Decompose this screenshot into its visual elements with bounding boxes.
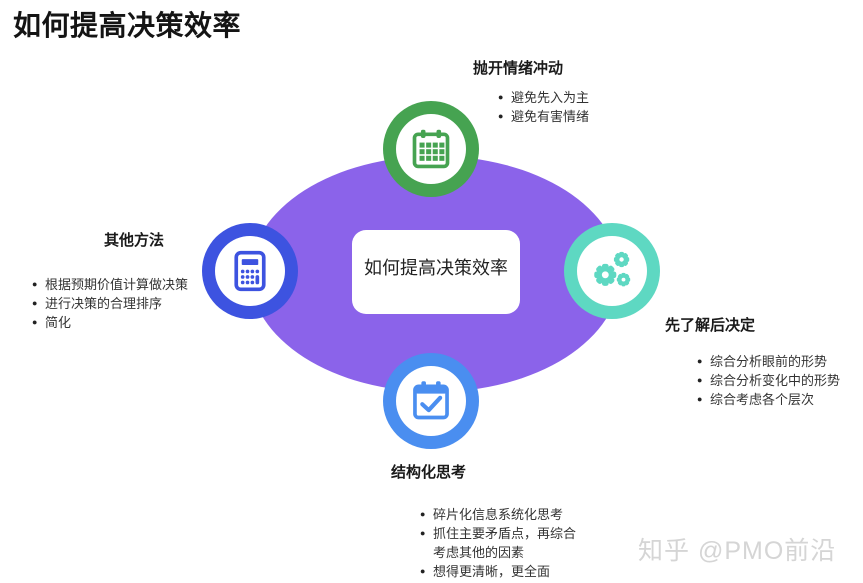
- list-item: 避免先入为主: [498, 88, 589, 107]
- list-item: 综合分析眼前的形势: [697, 352, 840, 371]
- badge-inner-circle: [215, 236, 285, 306]
- list-item: 根据预期价值计算做决策: [32, 275, 188, 294]
- section-list-other-methods: 根据预期价值计算做决策 进行决策的合理排序 简化: [32, 275, 188, 332]
- section-list-structured-thinking: 碎片化信息系统化思考 抓住主要矛盾点，再综合考虑其他的因素 想得更清晰，更全面: [420, 505, 585, 581]
- list-item: 进行决策的合理排序: [32, 294, 188, 313]
- node-badge-structured-thinking: [383, 353, 479, 449]
- section-list-emotion: 避免先入为主 避免有害情绪: [498, 88, 589, 126]
- node-badge-other-methods: [202, 223, 298, 319]
- watermark: 知乎 @PMO前沿: [638, 537, 837, 565]
- section-title-understand-first: 先了解后决定: [665, 317, 756, 334]
- section-title-emotion: 抛开情绪冲动: [473, 60, 564, 77]
- list-item: 碎片化信息系统化思考: [420, 505, 585, 524]
- center-topic-label: 如何提高决策效率: [364, 258, 508, 278]
- list-item: 避免有害情绪: [498, 107, 589, 126]
- badge-inner-circle: [396, 366, 466, 436]
- list-item: 综合考虑各个层次: [697, 390, 840, 409]
- section-title-structured-thinking: 结构化思考: [391, 464, 467, 481]
- section-list-understand-first: 综合分析眼前的形势 综合分析变化中的形势 综合考虑各个层次: [697, 352, 840, 409]
- calendar-icon: [412, 129, 450, 169]
- calculator-icon: [234, 250, 266, 292]
- list-item: 简化: [32, 313, 188, 332]
- page-title: 如何提高决策效率: [13, 10, 242, 41]
- list-item: 想得更清晰，更全面: [420, 562, 585, 581]
- center-topic-box: 如何提高决策效率: [352, 230, 520, 314]
- node-badge-emotion: [383, 101, 479, 197]
- list-item: 抓住主要矛盾点，再综合考虑其他的因素: [420, 524, 585, 562]
- calendar-check-icon: [413, 381, 449, 420]
- node-badge-understand-first: [564, 223, 660, 319]
- gears-icon: [594, 251, 631, 287]
- section-title-other-methods: 其他方法: [104, 232, 165, 249]
- list-item: 综合分析变化中的形势: [697, 371, 840, 390]
- badge-inner-circle: [396, 114, 466, 184]
